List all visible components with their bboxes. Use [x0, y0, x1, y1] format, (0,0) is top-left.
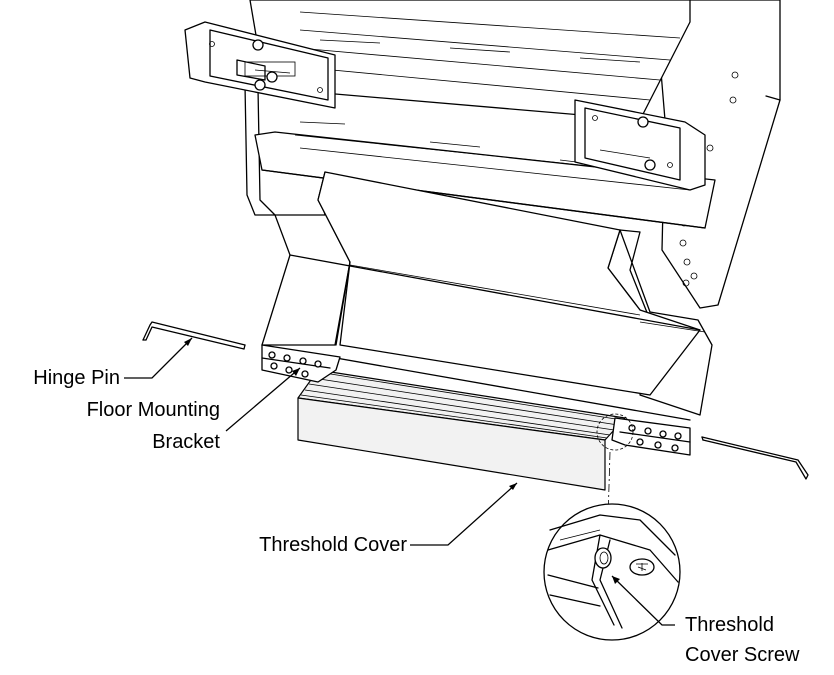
threshold-cover-part: [297, 369, 626, 491]
left-wall-bracket: [184, 21, 336, 109]
floor-mounting-bracket-label-line2: Bracket: [152, 431, 220, 453]
hinge-pins: [142, 321, 809, 480]
floor-mounting-bracket-label-line1: Floor Mounting: [86, 399, 220, 421]
floor-brackets: [261, 344, 691, 456]
leader-lines: [124, 337, 675, 626]
threshold-cover-screw-label-line2: Cover Screw: [685, 644, 800, 666]
detail-view: [543, 503, 681, 641]
threshold-cover-label: Threshold Cover: [259, 534, 407, 556]
ramp-panel: [261, 171, 713, 421]
right-wall-bracket: [574, 99, 714, 191]
hinge-pin-label: Hinge Pin: [33, 367, 120, 389]
threshold-cover-screw-label-line1: Threshold: [685, 614, 774, 636]
